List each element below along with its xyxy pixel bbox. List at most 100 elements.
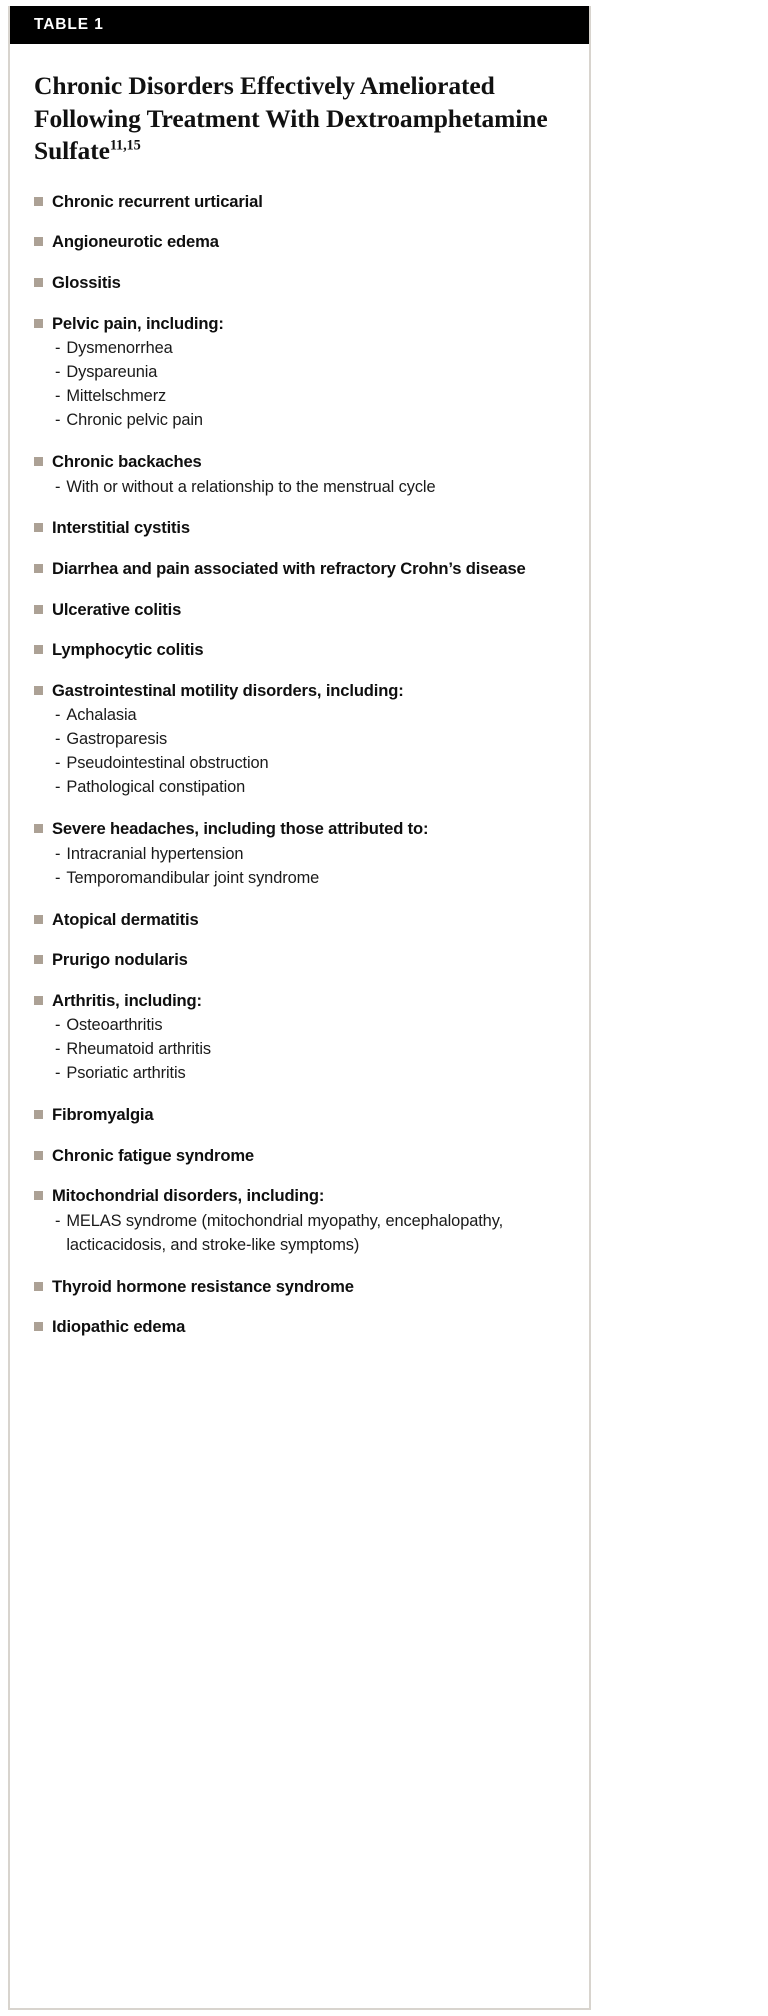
list-item: Atopical dermatitis xyxy=(34,908,567,932)
list-item: Prurigo nodularis xyxy=(34,948,567,972)
sub-list-item: -Psoriatic arthritis xyxy=(55,1062,567,1086)
dash-bullet-icon: - xyxy=(55,778,61,797)
list-item: Diarrhea and pain associated with refrac… xyxy=(34,557,567,581)
square-bullet-icon xyxy=(34,456,43,466)
list-item: Gastrointestinal motility disorders, inc… xyxy=(34,679,567,800)
square-bullet-icon xyxy=(34,685,43,695)
sub-list: -Achalasia-Gastroparesis-Pseudointestina… xyxy=(34,704,567,800)
list-item-label: Chronic fatigue syndrome xyxy=(52,1145,255,1165)
list-item: Lymphocytic colitis xyxy=(34,638,567,662)
dash-bullet-icon: - xyxy=(55,1064,61,1083)
dash-bullet-icon: - xyxy=(55,1016,61,1035)
sub-list-item-label: Dysmenorrhea xyxy=(66,339,173,358)
square-bullet-icon xyxy=(34,196,43,206)
list-item: Chronic recurrent urticarial xyxy=(34,190,567,214)
list-item: Arthritis, including:-Osteoarthritis-Rhe… xyxy=(34,989,567,1086)
list-item-main: Chronic fatigue syndrome xyxy=(34,1144,567,1168)
sub-list-item-label: Chronic pelvic pain xyxy=(66,410,203,429)
square-bullet-icon xyxy=(34,914,43,924)
sub-list-item-label: Achalasia xyxy=(66,706,137,725)
sub-list-item-label: Pathological constipation xyxy=(66,778,246,797)
sub-list: -MELAS syndrome (mitochondrial myopathy,… xyxy=(34,1210,567,1258)
sub-list-item: -Osteoarthritis xyxy=(55,1014,567,1038)
list-item-label: Pelvic pain, including: xyxy=(52,313,224,333)
list-item-main: Severe headaches, including those attrib… xyxy=(34,817,567,841)
list-item-main: Atopical dermatitis xyxy=(34,908,567,932)
list-item-main: Interstitial cystitis xyxy=(34,516,567,540)
list-item-label: Lymphocytic colitis xyxy=(52,640,204,660)
list-item-main: Pelvic pain, including: xyxy=(34,312,567,336)
list-item-main: Prurigo nodularis xyxy=(34,948,567,972)
dash-bullet-icon: - xyxy=(55,868,61,887)
square-bullet-icon xyxy=(34,278,43,287)
list-item-label: Idiopathic edema xyxy=(52,1317,186,1337)
list-item-label: Chronic recurrent urticarial xyxy=(52,191,263,211)
dash-bullet-icon: - xyxy=(55,1211,61,1230)
list-item: Angioneurotic edema xyxy=(34,230,567,254)
dash-bullet-icon: - xyxy=(55,706,61,725)
square-bullet-icon xyxy=(34,645,43,655)
dash-bullet-icon: - xyxy=(55,730,61,749)
dash-bullet-icon: - xyxy=(55,844,61,863)
sub-list-item-label: MELAS syndrome (mitochondrial myopathy, … xyxy=(66,1211,504,1254)
list-item-label: Prurigo nodularis xyxy=(52,950,188,970)
sub-list: -Intracranial hypertension-Temporomandib… xyxy=(34,843,567,891)
list-item-label: Ulcerative colitis xyxy=(52,599,182,619)
list-item-main: Glossitis xyxy=(34,271,567,295)
dash-bullet-icon: - xyxy=(55,339,61,358)
list-item-main: Arthritis, including: xyxy=(34,989,567,1013)
list-item: Chronic fatigue syndrome xyxy=(34,1144,567,1168)
dash-bullet-icon: - xyxy=(55,410,61,429)
sub-list: -Osteoarthritis-Rheumatoid arthritis-Pso… xyxy=(34,1014,567,1086)
sub-list-item-label: Gastroparesis xyxy=(66,730,168,749)
table-body: Chronic Disorders Effectively Ameliorate… xyxy=(10,44,589,1357)
square-bullet-icon xyxy=(34,1191,43,1201)
dash-bullet-icon: - xyxy=(55,387,61,406)
sub-list-item-label: Pseudointestinal obstruction xyxy=(66,754,269,773)
list-item: Fibromyalgia xyxy=(34,1103,567,1127)
list-item: Mitochondrial disorders, including: -MELA… xyxy=(34,1184,567,1257)
list-item-label: Mitochondrial disorders, including: xyxy=(52,1186,325,1206)
square-bullet-icon xyxy=(34,995,43,1005)
sub-list-item: -Dysmenorrhea xyxy=(55,337,567,361)
square-bullet-icon xyxy=(34,523,43,533)
sub-list-item-label: Rheumatoid arthritis xyxy=(66,1040,212,1059)
sub-list-item-label: Dyspareunia xyxy=(66,363,158,382)
table-header-bar: TABLE 1 xyxy=(10,6,589,44)
square-bullet-icon xyxy=(34,1322,43,1332)
list-item-main: Gastrointestinal motility disorders, inc… xyxy=(34,679,567,703)
list-item-main: Chronic backaches xyxy=(34,450,567,474)
list-item-label: Diarrhea and pain associated with refrac… xyxy=(52,559,526,579)
list-item-label: Angioneurotic edema xyxy=(52,232,219,252)
list-item: Pelvic pain, including:-Dysmenorrhea-Dys… xyxy=(34,312,567,433)
list-item: Idiopathic edema xyxy=(34,1315,567,1339)
sub-list-item: -Achalasia xyxy=(55,704,567,728)
list-item-label: Fibromyalgia xyxy=(52,1105,154,1125)
table-title-reference-superscript: 11,15 xyxy=(109,137,141,154)
square-bullet-icon xyxy=(34,824,43,834)
sub-list-item: -Intracranial hypertension xyxy=(55,843,567,867)
sub-list-item: -With or without a relationship to the m… xyxy=(55,476,567,500)
list-item-main: Mitochondrial disorders, including: xyxy=(34,1184,567,1208)
list-item: Interstitial cystitis xyxy=(34,516,567,540)
dash-bullet-icon: - xyxy=(55,754,61,773)
square-bullet-icon xyxy=(34,564,43,574)
list-item-main: Chronic recurrent urticarial xyxy=(34,190,567,214)
list-item: Ulcerative colitis xyxy=(34,598,567,622)
sub-list-item: -Mittelschmerz xyxy=(55,385,567,409)
list-item-label: Interstitial cystitis xyxy=(52,518,190,538)
sub-list-item-label: Psoriatic arthritis xyxy=(66,1064,186,1083)
sub-list-item-label: Osteoarthritis xyxy=(66,1016,163,1035)
sub-list-item: -Temporomandibular joint syndrome xyxy=(55,867,567,891)
dash-bullet-icon: - xyxy=(55,477,61,496)
sub-list: -With or without a relationship to the m… xyxy=(34,476,567,500)
list-item-main: Thyroid hormone resistance syndrome xyxy=(34,1275,567,1299)
list-item-main: Ulcerative colitis xyxy=(34,598,567,622)
list-item-label: Gastrointestinal motility disorders, inc… xyxy=(52,680,404,700)
list-item-label: Chronic backaches xyxy=(52,451,202,471)
list-item-main: Fibromyalgia xyxy=(34,1103,567,1127)
list-item-label: Thyroid hormone resistance syndrome xyxy=(52,1276,354,1296)
sub-list-item: -Pseudointestinal obstruction xyxy=(55,752,567,776)
list-item-label: Arthritis, including: xyxy=(52,990,202,1010)
